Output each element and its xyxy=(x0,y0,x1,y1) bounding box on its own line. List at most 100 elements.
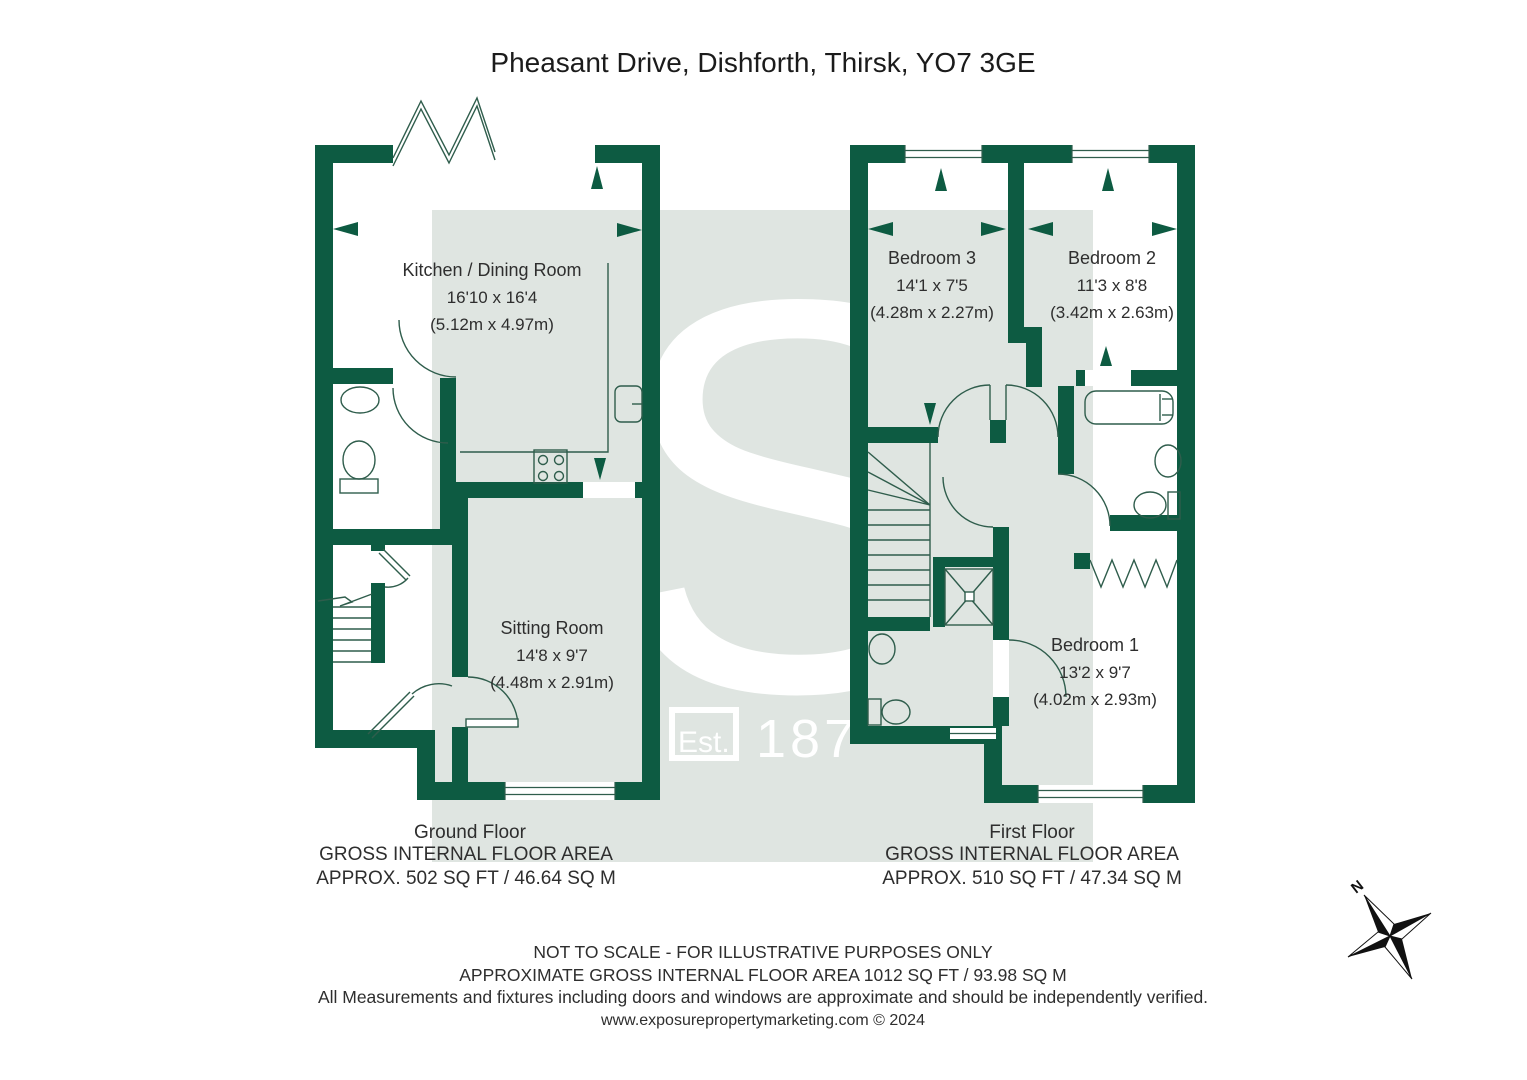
wall-bathroom-left xyxy=(1058,386,1074,474)
stair-winder xyxy=(867,451,931,506)
wall xyxy=(1026,327,1042,387)
first-floor-plan xyxy=(850,145,1195,803)
ground-floor-area-label: Ground Floor GROSS INTERNAL FLOOR AREA A… xyxy=(316,822,616,889)
wall xyxy=(452,727,468,782)
door-arc-sitting-room xyxy=(467,676,519,728)
bedroom3-label: Bedroom 3 14'1 x 7'5 (4.28m x 2.27m) xyxy=(870,248,994,322)
kitchen-label: Kitchen / Dining Room 16'10 x 16'4 (5.12… xyxy=(402,260,581,334)
wall-bedroom3-bottom xyxy=(868,427,938,443)
wall-stub xyxy=(1074,553,1090,569)
door-arc-entrance xyxy=(411,683,453,695)
cupboard xyxy=(944,568,994,626)
opening-arrow-icon xyxy=(1100,346,1112,366)
door-arc-bedroom1 xyxy=(1008,639,1067,698)
room-dim-metric: (3.42m x 2.63m) xyxy=(1050,303,1174,322)
wall xyxy=(1177,145,1195,803)
watermark-est-label: Est. xyxy=(678,726,730,759)
floor-area-line2: APPROX. 502 SQ FT / 46.64 SQ M xyxy=(316,868,616,889)
bathroom-basin xyxy=(1154,444,1182,478)
floor-area-line1: GROSS INTERNAL FLOOR AREA xyxy=(885,844,1179,865)
door-arc-wc xyxy=(392,387,449,444)
sitting-room-label: Sitting Room 14'8 x 9'7 (4.48m x 2.91m) xyxy=(490,618,614,692)
room-dim-imperial: 16'10 x 16'4 xyxy=(447,288,538,307)
floor-heading: First Floor xyxy=(989,822,1075,843)
opening-arrow-icon xyxy=(1028,222,1053,236)
wardrobe-bifold-doors xyxy=(1089,558,1178,589)
bath xyxy=(1084,390,1174,425)
bifold-door-zigzag xyxy=(392,104,496,167)
door-arc-bedroom3 xyxy=(937,384,991,438)
stairs-ground xyxy=(317,593,373,663)
door-opening xyxy=(1085,370,1131,386)
door-leaf xyxy=(465,718,519,728)
wall-cupboard-left xyxy=(933,567,945,627)
wc-basin xyxy=(340,386,380,414)
room-dim-metric: (4.02m x 2.93m) xyxy=(1033,690,1157,709)
compass-icon: N xyxy=(1347,877,1432,980)
stairs-first xyxy=(867,443,931,617)
room-dim-metric: (4.48m x 2.91m) xyxy=(490,673,614,692)
wall xyxy=(642,145,660,800)
opening-arrow-icon xyxy=(617,223,642,237)
wall-wc-bottom xyxy=(315,529,456,545)
wall xyxy=(315,730,419,748)
cupboard-box xyxy=(944,568,994,626)
wc-toilet-tank xyxy=(339,478,379,494)
opening-arrow-icon xyxy=(333,222,358,236)
floor-area-line2: APPROX. 510 SQ FT / 47.34 SQ M xyxy=(882,868,1182,889)
wall xyxy=(984,726,1002,803)
ensuite-toilet-bowl xyxy=(881,699,911,725)
door-arc-bedroom2 xyxy=(1005,384,1059,438)
door-arc-landing xyxy=(942,476,994,528)
compass-point xyxy=(1347,931,1392,958)
ground-floor-plan xyxy=(315,96,660,800)
wall-cupboard-top xyxy=(933,557,997,567)
room-name: Sitting Room xyxy=(500,618,603,638)
room-dim-imperial: 14'8 x 9'7 xyxy=(516,646,588,665)
door-opening xyxy=(993,640,1009,697)
window xyxy=(905,145,982,163)
ensuite-toilet-tank xyxy=(867,698,882,726)
room-dim-imperial: 14'1 x 7'5 xyxy=(896,276,968,295)
watermark-year: 187 xyxy=(756,709,858,769)
hob-ring xyxy=(537,454,549,466)
hob xyxy=(533,449,568,484)
page-title: Pheasant Drive, Dishforth, Thirsk, YO7 3… xyxy=(490,47,1035,78)
ensuite-basin xyxy=(868,633,896,665)
wall-bedroom1-left xyxy=(993,527,1009,640)
footer-line4: www.exposurepropertymarketing.com © 2024 xyxy=(600,1012,925,1029)
opening-arrow-icon xyxy=(935,168,947,191)
hob-ring xyxy=(553,470,565,482)
footer-line2: APPROXIMATE GROSS INTERNAL FLOOR AREA 10… xyxy=(459,965,1067,985)
wall xyxy=(315,145,333,745)
room-name: Bedroom 2 xyxy=(1068,248,1156,268)
room-dim-imperial: 13'2 x 9'7 xyxy=(1059,663,1131,682)
opening-arrow-icon xyxy=(924,403,936,425)
stair-winder xyxy=(867,471,931,506)
hob-ring xyxy=(537,470,549,482)
footer-line1: NOT TO SCALE - FOR ILLUSTRATIVE PURPOSES… xyxy=(533,942,993,962)
opening-arrow-icon xyxy=(1152,222,1177,236)
floor-heading: Ground Floor xyxy=(414,822,527,843)
door-arc-stairs xyxy=(384,577,409,588)
wall-wc-top xyxy=(333,368,393,384)
room-dim-metric: (5.12m x 4.97m) xyxy=(430,315,554,334)
watermark-est-box xyxy=(669,707,739,761)
door-arc-kitchen xyxy=(398,319,457,378)
room-dim-metric: (4.28m x 2.27m) xyxy=(870,303,994,322)
stair-break-line xyxy=(317,593,373,607)
bifold-door-zigzag xyxy=(392,96,496,159)
wall-stub xyxy=(990,420,1006,443)
first-floor-area-label: First Floor GROSS INTERNAL FLOOR AREA AP… xyxy=(882,822,1182,889)
window xyxy=(1038,785,1143,803)
opening-arrow-icon xyxy=(1102,168,1114,191)
wall-wc-right xyxy=(440,378,456,545)
window xyxy=(505,782,615,800)
opening-arrow-icon xyxy=(591,166,603,189)
room-name: Bedroom 3 xyxy=(888,248,976,268)
kitchen-counter xyxy=(460,263,609,453)
footer-disclaimer: NOT TO SCALE - FOR ILLUSTRATIVE PURPOSES… xyxy=(318,942,1208,1029)
wall-bedroom-divider xyxy=(1008,163,1024,337)
door-leaf xyxy=(378,552,407,581)
